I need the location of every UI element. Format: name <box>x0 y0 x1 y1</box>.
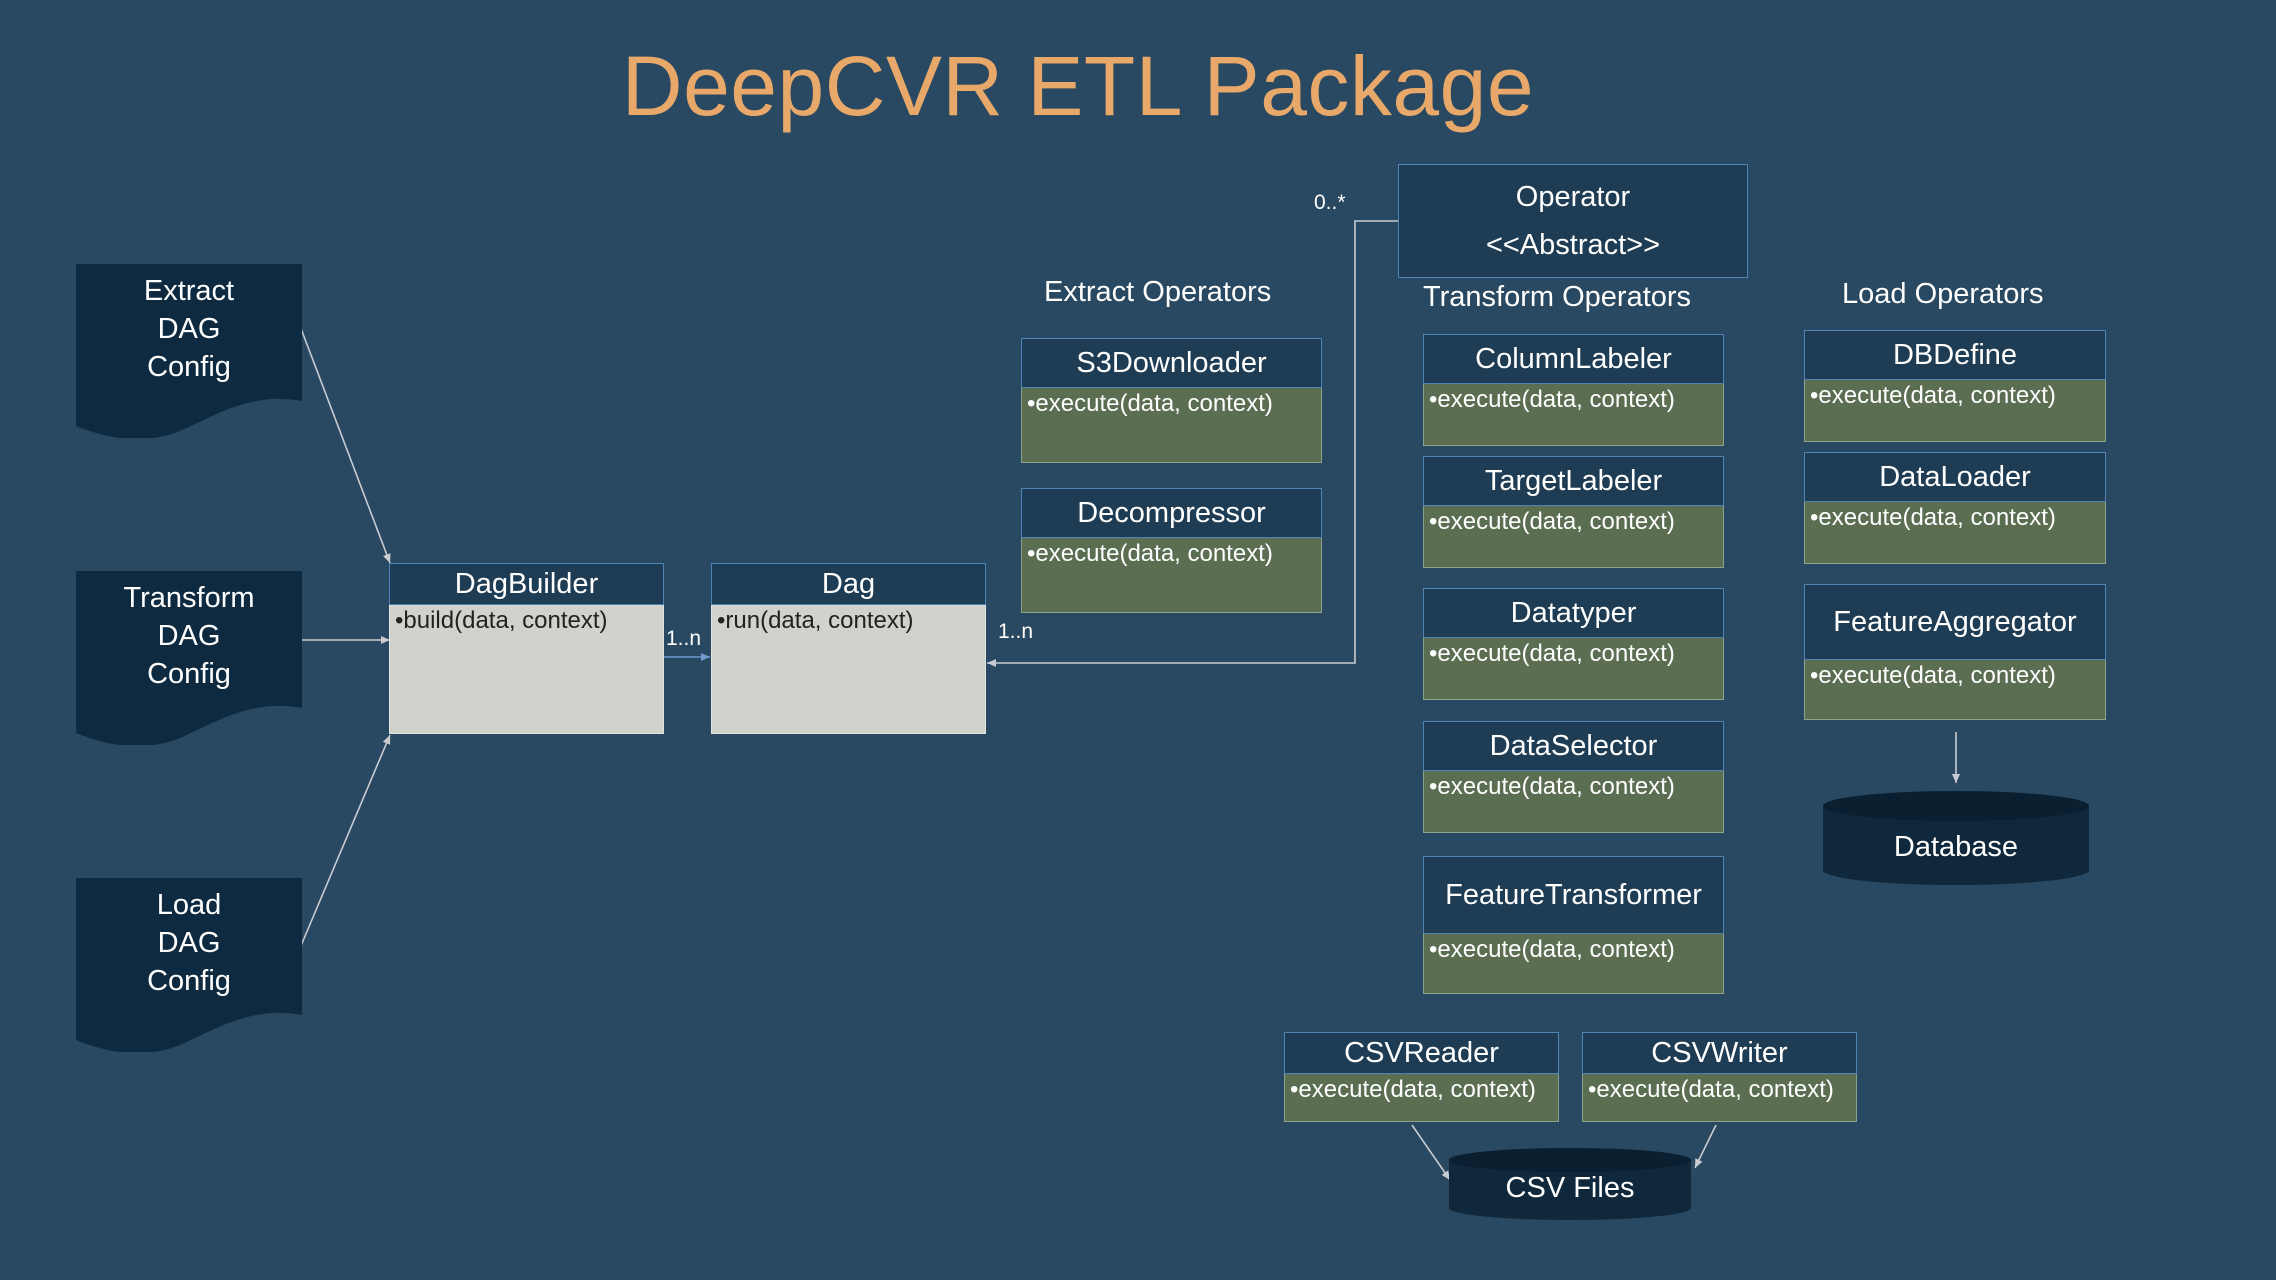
class-method: •execute(data, context) <box>1021 388 1322 463</box>
class-name: TargetLabeler <box>1423 456 1724 506</box>
operator-abstract-class: Operator <<Abstract>> <box>1398 164 1748 278</box>
class-name: Operator <box>1515 181 1631 213</box>
class-method: •execute(data, context) <box>1582 1074 1857 1122</box>
transform-dag-config: Transform DAG Config <box>76 571 302 745</box>
class-method: •execute(data, context) <box>1021 538 1322 613</box>
transform-operators-label: Transform Operators <box>1423 281 1692 313</box>
class-name: Dag <box>711 563 986 605</box>
targetlabeler-class: TargetLabeler •execute(data, context) <box>1423 456 1724 568</box>
load-operators-label: Load Operators <box>1842 278 2044 310</box>
class-name: DagBuilder <box>389 563 664 605</box>
class-method: •build(data, context) <box>389 605 664 734</box>
config-line: DAG <box>157 927 221 959</box>
config-line: Load <box>156 889 222 921</box>
dataloader-class: DataLoader •execute(data, context) <box>1804 452 2106 564</box>
class-name: S3Downloader <box>1021 338 1322 388</box>
class-name: DataSelector <box>1423 721 1724 771</box>
csvwriter-to-csvfiles-arrow <box>1694 1124 1717 1169</box>
class-method: •run(data, context) <box>711 605 986 734</box>
class-method: •execute(data, context) <box>1423 771 1724 833</box>
class-method: •execute(data, context) <box>1423 384 1724 446</box>
dbdefine-class: DBDefine •execute(data, context) <box>1804 330 2106 442</box>
class-name: Datatyper <box>1423 588 1724 638</box>
class-method: •execute(data, context) <box>1423 638 1724 700</box>
class-method: •execute(data, context) <box>1804 380 2106 442</box>
config-line: DAG <box>157 313 221 345</box>
class-name: ColumnLabeler <box>1423 334 1724 384</box>
class-method: •execute(data, context) <box>1423 934 1724 994</box>
class-name: FeatureTransformer <box>1423 856 1724 934</box>
class-name: FeatureAggregator <box>1804 584 2106 660</box>
multiplicity-label: 0..* <box>1314 191 1346 214</box>
class-name: DataLoader <box>1804 452 2106 502</box>
dataselector-class: DataSelector •execute(data, context) <box>1423 721 1724 833</box>
csvwriter-class: CSVWriter •execute(data, context) <box>1582 1032 1857 1122</box>
dagbuilder-class: DagBuilder •build(data, context) <box>389 563 664 734</box>
database-store: Database <box>1822 790 2090 886</box>
class-method: •execute(data, context) <box>1804 660 2106 720</box>
database-label: Database <box>1893 831 2019 863</box>
config-line: Config <box>147 658 231 690</box>
multiplicity-label: 1..n <box>998 620 1034 643</box>
csv-files-label: CSV Files <box>1505 1172 1635 1204</box>
class-name: CSVReader <box>1284 1032 1559 1074</box>
dag-class: Dag •run(data, context) <box>711 563 986 734</box>
config-line: DAG <box>157 620 221 652</box>
class-method: •execute(data, context) <box>1284 1074 1559 1122</box>
class-name: Decompressor <box>1021 488 1322 538</box>
s3downloader-class: S3Downloader •execute(data, context) <box>1021 338 1322 463</box>
featuretransformer-class: FeatureTransformer •execute(data, contex… <box>1423 856 1724 994</box>
class-name: CSVWriter <box>1582 1032 1857 1074</box>
featureaggregator-class: FeatureAggregator •execute(data, context… <box>1804 584 2106 720</box>
config-line: Extract <box>143 275 235 307</box>
csvreader-class: CSVReader •execute(data, context) <box>1284 1032 1559 1122</box>
config-line: Transform <box>123 582 255 614</box>
multiplicity-label: 1..n <box>666 627 702 650</box>
load-dag-config: Load DAG Config <box>76 878 302 1052</box>
datatyper-class: Datatyper •execute(data, context) <box>1423 588 1724 700</box>
diagram-title: DeepCVR ETL Package <box>621 39 1535 133</box>
config-line: Config <box>147 351 231 383</box>
config-line: Config <box>147 965 231 997</box>
class-method: •execute(data, context) <box>1423 506 1724 568</box>
load-config-to-dagbuilder-arrow <box>299 734 391 949</box>
class-stereotype: <<Abstract>> <box>1485 229 1661 261</box>
extract-operators-label: Extract Operators <box>1044 276 1272 308</box>
csvreader-to-csvfiles-arrow <box>1411 1124 1451 1181</box>
class-name: DBDefine <box>1804 330 2106 380</box>
decompressor-class: Decompressor •execute(data, context) <box>1021 488 1322 613</box>
csv-files-store: CSV Files <box>1448 1146 1692 1222</box>
extract-dag-config: Extract DAG Config <box>76 264 302 438</box>
columnlabeler-class: ColumnLabeler •execute(data, context) <box>1423 334 1724 446</box>
extract-config-to-dagbuilder-arrow <box>299 325 391 564</box>
class-method: •execute(data, context) <box>1804 502 2106 564</box>
